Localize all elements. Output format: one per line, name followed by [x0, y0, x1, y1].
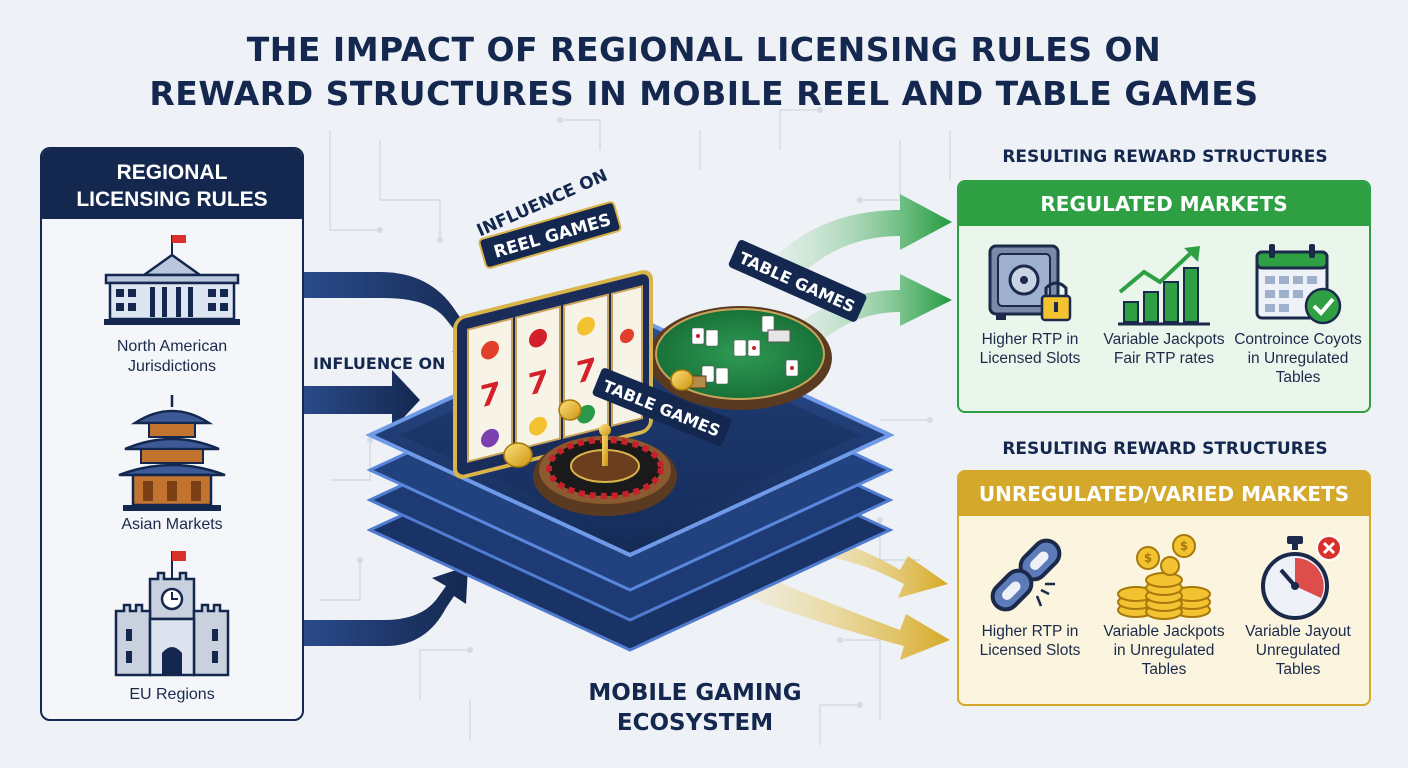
item-label-line-2: Licensed Slots — [979, 642, 1081, 659]
arrow-mid-left — [304, 370, 420, 430]
arrow-bottom-left — [304, 566, 468, 646]
region-north-america: North American Jurisdictions — [42, 337, 302, 377]
region-label-line-1: EU Regions — [129, 686, 215, 703]
svg-text:7: 7 — [576, 352, 597, 392]
title-line-2: REWARD STRUCTURES IN MOBILE REEL AND TAB… — [149, 74, 1259, 113]
vault-lock-icon — [988, 244, 1072, 322]
item-label-line-2: Licensed Slots — [979, 350, 1081, 367]
item-label-line-3: Tables — [1275, 661, 1321, 678]
arrow-green-1 — [770, 194, 952, 284]
svg-text:7: 7 — [528, 364, 549, 404]
region-label-line-1: North American — [116, 338, 228, 355]
regulated-item-3: Controince Coyots in Unregulated Tables — [1233, 240, 1363, 387]
arrow-green-2 — [790, 274, 952, 350]
item-label-line-1: Higher RTP in — [981, 623, 1079, 640]
item-label-line-2: Unregulated — [1255, 642, 1341, 659]
svg-text:7: 7 — [480, 376, 501, 416]
unregulated-markets-box: UNREGULATED/VARIED MARKETS Higher RTP in… — [957, 470, 1371, 706]
coin-stacks-icon: $$ — [1117, 534, 1211, 620]
unregulated-item-2: $$ Variable Jackpots in Unregulated Tabl… — [1099, 532, 1229, 679]
pagoda-icon — [118, 395, 226, 511]
title-line-1: THE IMPACT OF REGIONAL LICENSING RULES O… — [246, 30, 1162, 69]
arrow-gold-2 — [744, 570, 950, 660]
item-label-line-1: Higher RTP in — [981, 331, 1079, 348]
regulated-markets-box: REGULATED MARKETS Higher RTP in Licensed… — [957, 180, 1371, 413]
svg-text:$: $ — [1180, 539, 1188, 553]
item-label-line-2: in Unregulated — [1247, 350, 1349, 367]
item-label-line-2: Fair RTP rates — [1113, 350, 1215, 367]
unregulated-section-title: RESULTING REWARD STRUCTURES — [1002, 439, 1328, 459]
stopwatch-x-icon — [1261, 535, 1342, 620]
unregulated-markets-header: UNREGULATED/VARIED MARKETS — [959, 472, 1369, 516]
region-asia: Asian Markets — [42, 515, 302, 535]
regulated-markets-header: REGULATED MARKETS — [959, 182, 1369, 226]
region-label-line-2: Jurisdictions — [127, 358, 217, 375]
castle-icon — [114, 551, 230, 677]
government-building-icon — [104, 235, 240, 325]
unregulated-item-3: Variable Jayout Unregulated Tables — [1233, 532, 1363, 679]
item-label-line-1: Variable Jackpots — [1103, 623, 1225, 640]
regional-licensing-panel: REGIONAL LICENSING RULES North American … — [40, 147, 304, 721]
header-line-1: REGIONAL — [116, 161, 228, 184]
mobile-gaming-ecosystem-label: MOBILE GAMING ECOSYSTEM — [560, 678, 830, 738]
region-label-line-1: Asian Markets — [121, 516, 223, 533]
item-label-line-1: Variable Jayout — [1245, 623, 1351, 640]
ecosystem-line-2: ECOSYSTEM — [616, 710, 774, 736]
licensing-panel-header: REGIONAL LICENSING RULES — [42, 149, 302, 219]
unregulated-item-1: Higher RTP in Licensed Slots — [965, 532, 1095, 660]
item-label-line-3: Tables — [1275, 369, 1321, 386]
page-title: THE IMPACT OF REGIONAL LICENSING RULES O… — [0, 28, 1408, 116]
table-games-label-top: TABLE GAMES — [736, 248, 858, 316]
region-eu: EU Regions — [42, 685, 302, 705]
item-label-line-1: Controince Coyots — [1234, 331, 1362, 348]
influence-label-left: INFLUENCE ON — [313, 354, 446, 373]
svg-text:$: $ — [1144, 551, 1152, 565]
regulated-item-2: Variable Jackpots Fair RTP rates — [1099, 240, 1229, 368]
item-label-line-1: Variable Jackpots — [1103, 331, 1225, 348]
item-label-line-2: in Unregulated — [1113, 642, 1215, 659]
gold-coins — [503, 369, 694, 468]
item-label-line-3: Tables — [1141, 661, 1187, 678]
header-line-2: LICENSING RULES — [76, 188, 268, 211]
arrow-top-left — [304, 272, 490, 360]
ecosystem-line-1: MOBILE GAMING — [588, 680, 802, 706]
calendar-check-icon — [1255, 244, 1342, 325]
regulated-section-title: RESULTING REWARD STRUCTURES — [1002, 147, 1328, 167]
regulated-item-1: Higher RTP in Licensed Slots — [965, 240, 1095, 368]
growth-chart-icon — [1118, 246, 1210, 326]
broken-chain-icon — [990, 538, 1062, 612]
